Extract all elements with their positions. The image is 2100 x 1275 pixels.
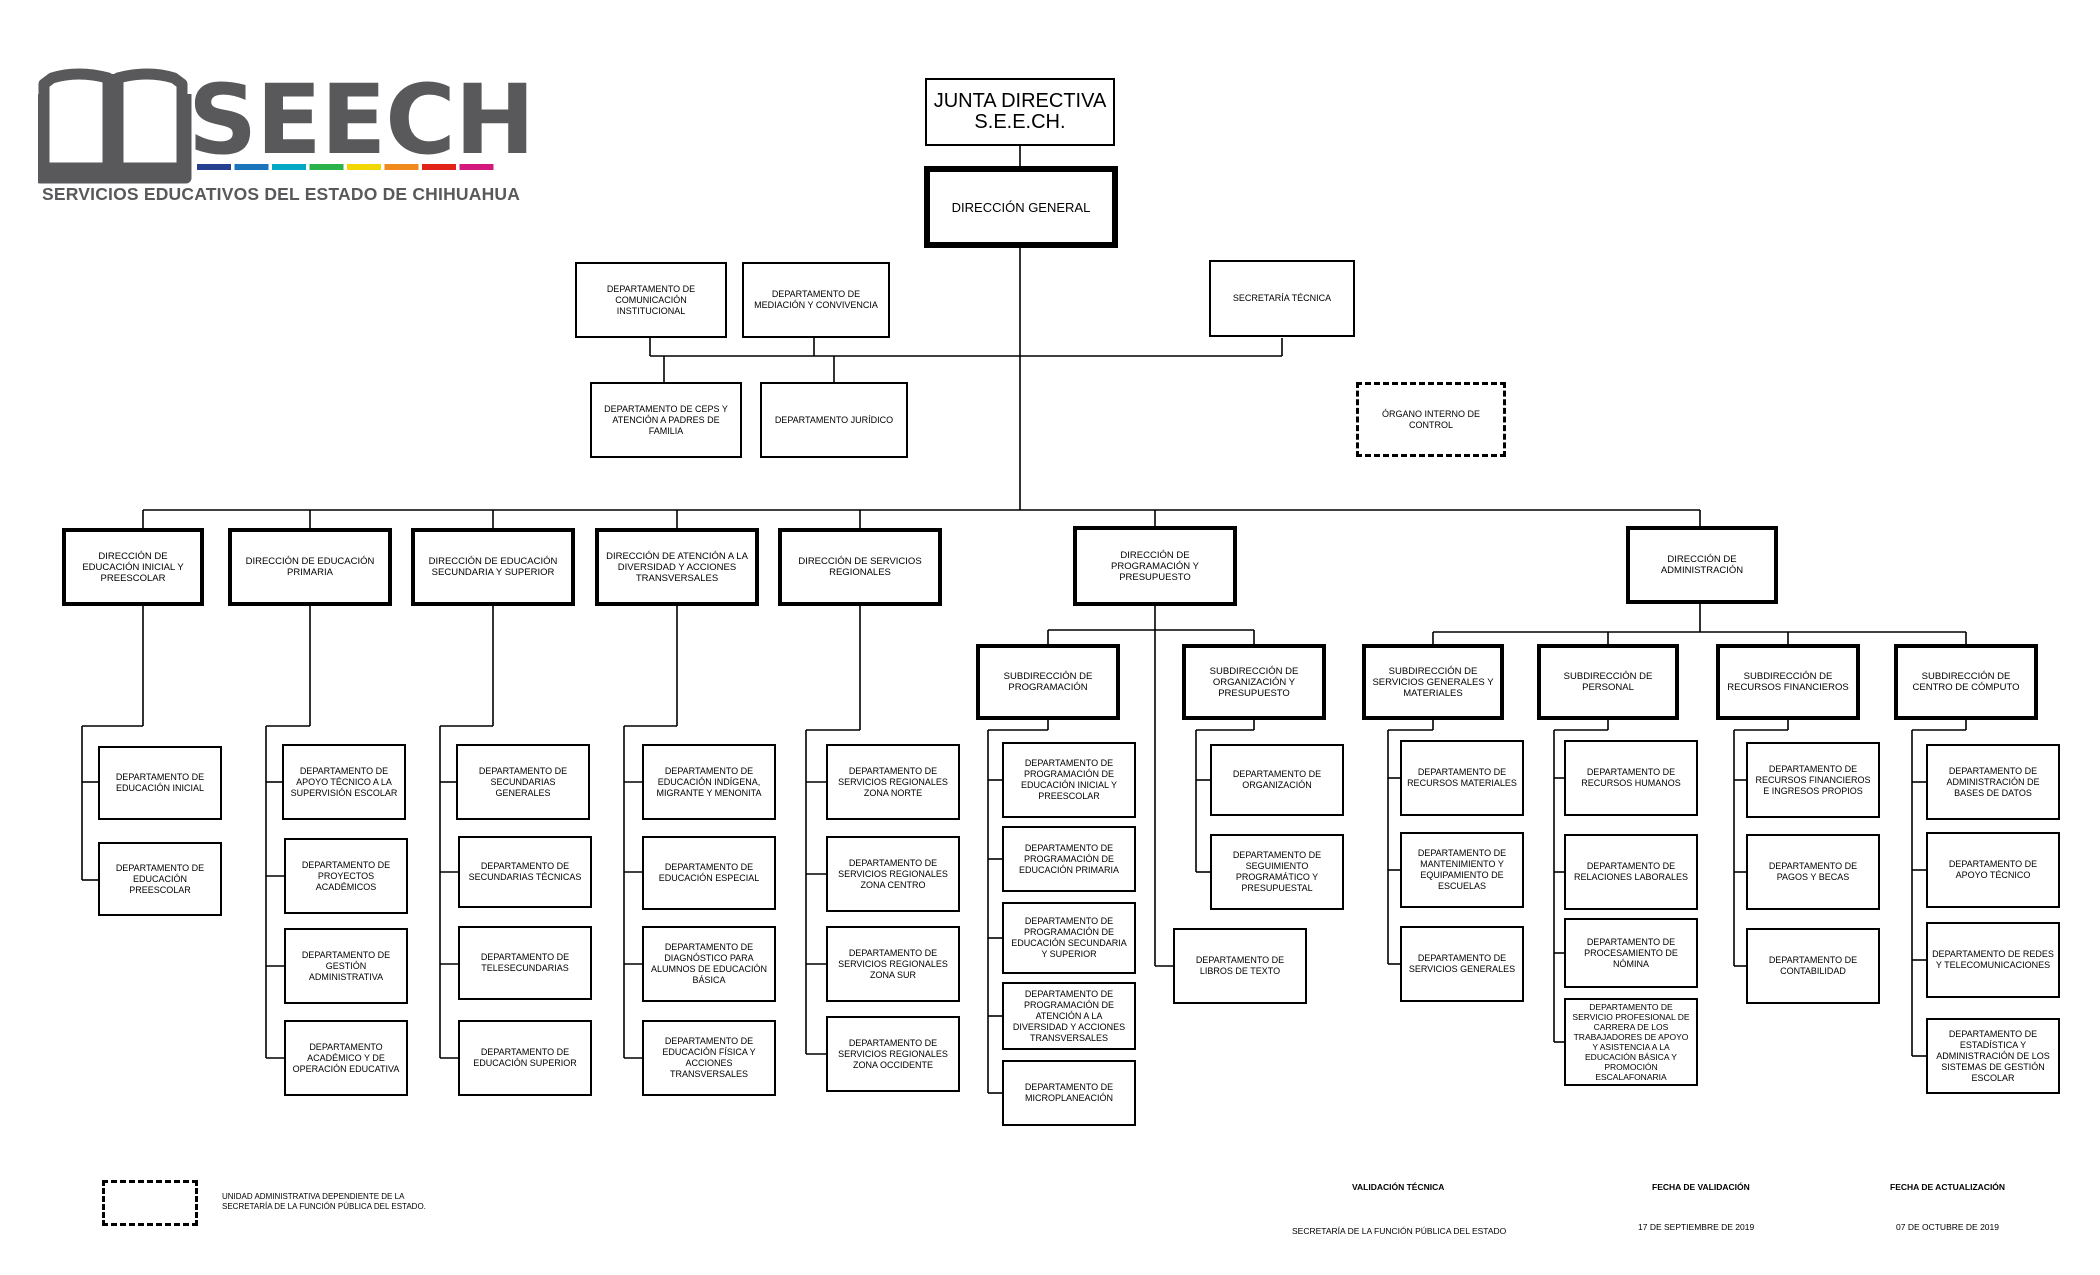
box-dept-bases-datos: DEPARTAMENTO DE ADMINISTRACIÓN DE BASES …	[1926, 744, 2060, 820]
box-dept-educacion-inicial: DEPARTAMENTO DE EDUCACIÓN INICIAL	[98, 746, 222, 820]
box-dept-secundarias-tecnicas: DEPARTAMENTO DE SECUNDARIAS TÉCNICAS	[458, 836, 592, 908]
brand-stripe-segment	[272, 164, 306, 170]
box-sub-recursos-financieros: SUBDIRECCIÓN DE RECURSOS FINANCIEROS	[1716, 644, 1860, 720]
brand-stripe-segment	[309, 164, 344, 170]
box-dept-apoyo-tecnico: DEPARTAMENTO DE APOYO TÉCNICO	[1926, 832, 2060, 908]
box-dept-indigena-migrante: DEPARTAMENTO DE EDUCACIÓN INDÍGENA, MIGR…	[642, 744, 776, 820]
footer-fecha-validacion-label: FECHA DE VALIDACIÓN	[1652, 1182, 1750, 1192]
box-dir-administracion: DIRECCIÓN DE ADMINISTRACIÓN	[1626, 526, 1778, 604]
box-dept-prog-inicial-preescolar: DEPARTAMENTO DE PROGRAMACIÓN DE EDUCACIÓ…	[1002, 742, 1136, 818]
box-dept-procesamiento-nomina: DEPARTAMENTO DE PROCESAMIENTO DE NÓMINA	[1564, 918, 1698, 988]
box-comunicacion-institucional: DEPARTAMENTO DE COMUNICACIÓN INSTITUCION…	[575, 262, 727, 338]
box-dept-organizacion: DEPARTAMENTO DE ORGANIZACIÓN	[1210, 744, 1344, 816]
box-dir-programacion-presupuesto: DIRECCIÓN DE PROGRAMACIÓN Y PRESUPUESTO	[1073, 526, 1237, 606]
box-direccion-general: DIRECCIÓN GENERAL	[924, 166, 1118, 248]
box-dept-apoyo-tecnico-supervision: DEPARTAMENTO DE APOYO TÉCNICO A LA SUPER…	[282, 744, 406, 820]
box-dept-educacion-preescolar: DEPARTAMENTO DE EDUCACIÓN PREESCOLAR	[98, 842, 222, 916]
box-dept-diagnostico-alumnos: DEPARTAMENTO DE DIAGNÓSTICO PARA ALUMNOS…	[642, 926, 776, 1002]
box-dept-prog-primaria: DEPARTAMENTO DE PROGRAMACIÓN DE EDUCACIÓ…	[1002, 826, 1136, 892]
footer-fecha-actualizacion-label: FECHA DE ACTUALIZACIÓN	[1890, 1182, 2006, 1192]
box-dept-estadistica-sistemas: DEPARTAMENTO DE ESTADÍSTICA Y ADMINISTRA…	[1926, 1018, 2060, 1094]
seech-book-logo-icon	[38, 68, 192, 184]
box-dept-microplaneacion: DEPARTAMENTO DE MICROPLANEACIÓN	[1002, 1060, 1136, 1126]
box-dept-secundarias-generales: DEPARTAMENTO DE SECUNDARIAS GENERALES	[456, 744, 590, 820]
box-dept-zona-sur: DEPARTAMENTO DE SERVICIOS REGIONALES ZON…	[826, 926, 960, 1002]
brand-stripe-segment	[197, 164, 231, 170]
box-dept-educacion-fisica: DEPARTAMENTO DE EDUCACIÓN FÍSICA Y ACCIO…	[642, 1020, 776, 1096]
box-sub-programacion: SUBDIRECCIÓN DE PROGRAMACIÓN	[976, 644, 1120, 720]
box-dir-secundaria-superior: DIRECCIÓN DE EDUCACIÓN SECUNDARIA Y SUPE…	[411, 528, 575, 606]
brand-stripe-segment	[459, 164, 494, 170]
brand-subtitle: SERVICIOS EDUCATIVOS DEL ESTADO DE CHIHU…	[42, 184, 521, 204]
brand-stripe-segment	[422, 164, 456, 170]
box-dept-zona-centro: DEPARTAMENTO DE SERVICIOS REGIONALES ZON…	[826, 836, 960, 912]
box-dir-primaria: DIRECCIÓN DE EDUCACIÓN PRIMARIA	[228, 528, 392, 606]
brand-stripe-segment	[384, 164, 419, 170]
box-dept-telesecundarias: DEPARTAMENTO DE TELESECUNDARIAS	[458, 926, 592, 1000]
box-dept-servicios-generales: DEPARTAMENTO DE SERVICIOS GENERALES	[1400, 926, 1524, 1002]
box-dept-educacion-superior: DEPARTAMENTO DE EDUCACIÓN SUPERIOR	[458, 1020, 592, 1096]
box-dept-servicio-profesional-carrera: DEPARTAMENTO DE SERVICIO PROFESIONAL DE …	[1564, 998, 1698, 1086]
brand-stripe-segment	[234, 164, 269, 170]
box-sub-centro-computo: SUBDIRECCIÓN DE CENTRO DE CÓMPUTO	[1894, 644, 2038, 720]
box-dept-seguimiento-programatico: DEPARTAMENTO DE SEGUIMIENTO PROGRAMÁTICO…	[1210, 834, 1344, 910]
box-dept-contabilidad: DEPARTAMENTO DE CONTABILIDAD	[1746, 928, 1880, 1004]
footer-validacion-value: SECRETARÍA DE LA FUNCIÓN PÚBLICA DEL EST…	[1292, 1226, 1507, 1236]
box-organo-interno-control: ÓRGANO INTERNO DE CONTROL	[1356, 382, 1506, 457]
brand-color-stripe	[197, 164, 494, 170]
legend-text: UNIDAD ADMINISTRATIVA DEPENDIENTE DE LA …	[222, 1192, 426, 1211]
box-dept-recursos-materiales: DEPARTAMENTO DE RECURSOS MATERIALES	[1400, 740, 1524, 816]
box-dept-redes-telecomunicaciones: DEPARTAMENTO DE REDES Y TELECOMUNICACION…	[1926, 922, 2060, 998]
box-dir-servicios-regionales: DIRECCIÓN DE SERVICIOS REGIONALES	[778, 528, 942, 606]
footer-fecha-actualizacion-value: 07 DE OCTUBRE DE 2019	[1896, 1222, 1999, 1232]
legend-dashed-box	[102, 1180, 198, 1226]
box-sub-organizacion-presupuesto: SUBDIRECCIÓN DE ORGANIZACIÓN Y PRESUPUES…	[1182, 644, 1326, 720]
footer-validacion-label: VALIDACIÓN TÉCNICA	[1352, 1182, 1445, 1192]
box-dir-inicial-preescolar: DIRECCIÓN DE EDUCACIÓN INICIAL Y PREESCO…	[62, 528, 204, 606]
box-mediacion-convivencia: DEPARTAMENTO DE MEDIACIÓN Y CONVIVENCIA	[742, 262, 890, 338]
box-juridico: DEPARTAMENTO JURÍDICO	[760, 382, 908, 458]
box-dept-academico-operacion: DEPARTAMENTO ACADÉMICO Y DE OPERACIÓN ED…	[284, 1020, 408, 1096]
box-junta-directiva: JUNTA DIRECTIVA S.E.E.CH.	[925, 78, 1115, 146]
box-dept-prog-diversidad: DEPARTAMENTO DE PROGRAMACIÓN DE ATENCIÓN…	[1002, 982, 1136, 1050]
box-sub-servicios-generales: SUBDIRECCIÓN DE SERVICIOS GENERALES Y MA…	[1362, 644, 1504, 720]
box-dept-recursos-humanos: DEPARTAMENTO DE RECURSOS HUMANOS	[1564, 740, 1698, 816]
box-dir-diversidad: DIRECCIÓN DE ATENCIÓN A LA DIVERSIDAD Y …	[595, 528, 759, 606]
box-dept-educacion-especial: DEPARTAMENTO DE EDUCACIÓN ESPECIAL	[642, 836, 776, 910]
brand-stripe-segment	[347, 164, 381, 170]
box-dept-pagos-becas: DEPARTAMENTO DE PAGOS Y BECAS	[1746, 834, 1880, 910]
box-dept-relaciones-laborales: DEPARTAMENTO DE RELACIONES LABORALES	[1564, 834, 1698, 910]
box-sub-personal: SUBDIRECCIÓN DE PERSONAL	[1537, 644, 1679, 720]
box-dept-mantenimiento-equipamiento: DEPARTAMENTO DE MANTENIMIENTO Y EQUIPAMI…	[1400, 832, 1524, 908]
box-dept-prog-secundaria-superior: DEPARTAMENTO DE PROGRAMACIÓN DE EDUCACIÓ…	[1002, 902, 1136, 974]
box-dept-proyectos-academicos: DEPARTAMENTO DE PROYECTOS ACADÉMICOS	[284, 838, 408, 914]
footer-fecha-validacion-value: 17 DE SEPTIEMBRE DE 2019	[1638, 1222, 1755, 1232]
box-dept-libros-texto: DEPARTAMENTO DE LIBROS DE TEXTO	[1173, 928, 1307, 1004]
box-dept-recursos-financieros: DEPARTAMENTO DE RECURSOS FINANCIEROS E I…	[1746, 742, 1880, 818]
box-secretaria-tecnica: SECRETARÍA TÉCNICA	[1209, 260, 1355, 337]
box-dept-zona-occidente: DEPARTAMENTO DE SERVICIOS REGIONALES ZON…	[826, 1016, 960, 1092]
box-dept-gestion-administrativa: DEPARTAMENTO DE GESTIÓN ADMINISTRATIVA	[284, 928, 408, 1004]
box-dept-zona-norte: DEPARTAMENTO DE SERVICIOS REGIONALES ZON…	[826, 744, 960, 820]
brand-name: SEECH	[188, 64, 535, 176]
box-ceps-padres: DEPARTAMENTO DE CEPS Y ATENCIÓN A PADRES…	[590, 382, 742, 458]
